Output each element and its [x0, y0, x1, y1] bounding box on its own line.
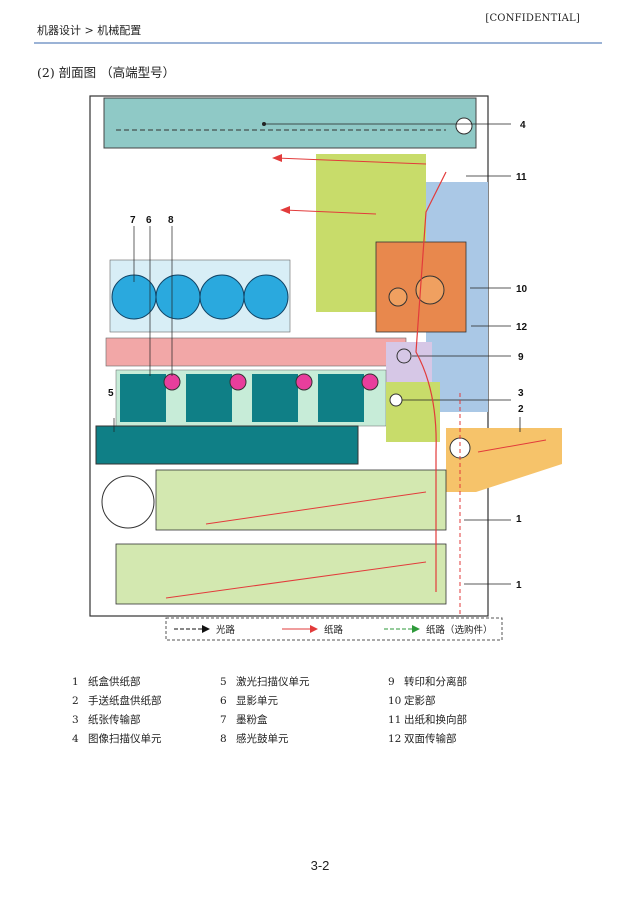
legend-optional-label: 纸路（选购件） — [426, 624, 493, 636]
callout-1b: 1 — [516, 580, 522, 591]
confidential-label: [CONFIDENTIAL] — [485, 13, 580, 24]
leaders-7-6-8 — [133, 226, 173, 376]
pressure-roller — [388, 287, 408, 307]
callout-12: 12 — [516, 322, 528, 333]
manual-feed-path — [477, 439, 547, 453]
cassette-lift-gear — [101, 475, 155, 529]
callout-1a: 1 — [516, 514, 522, 525]
callout-3: 3 — [518, 388, 524, 399]
cassette-1-path — [205, 491, 427, 525]
scanner-gear — [455, 117, 473, 135]
paper-transport-area — [386, 382, 440, 442]
cross-section-diagram: 4 11 10 12 9 3 2 1 1 7 6 8 5 光路 纸路 纸路（选购… — [89, 95, 562, 641]
fuser-roller — [415, 275, 445, 305]
header-rule — [34, 42, 602, 44]
exit-path-2 — [283, 209, 377, 215]
toner-cartridge-m — [199, 274, 245, 320]
intermediate-transfer-belt — [105, 337, 407, 367]
legend-box — [165, 617, 503, 641]
callout-8: 8 — [168, 215, 174, 226]
toner-cartridge-c — [155, 274, 201, 320]
section-title: (2) 剖面图 （高端型号） — [37, 65, 176, 80]
exit-arrow-1 — [272, 154, 282, 162]
legend-light-label: 光路 — [216, 624, 236, 636]
developer-unit-3 — [252, 374, 298, 422]
callout-11: 11 — [516, 172, 527, 183]
developer-unit-1 — [120, 374, 166, 422]
drum-3 — [295, 373, 313, 391]
toner-cartridge-y — [243, 274, 289, 320]
cassette-2-path — [165, 561, 427, 599]
transport-roller — [389, 393, 403, 407]
callout-9: 9 — [518, 352, 524, 363]
transfer-roller — [396, 348, 412, 364]
callout-7: 7 — [130, 215, 136, 226]
page-number: 3-2 — [310, 858, 330, 873]
legend-optional-arrow — [412, 625, 420, 633]
callout-10: 10 — [516, 284, 528, 295]
callout-5: 5 — [108, 388, 114, 399]
callout-4: 4 — [520, 120, 526, 131]
transfer-separation-area — [386, 342, 432, 382]
exit-path-1 — [275, 157, 427, 165]
exit-arrow-2 — [280, 206, 290, 214]
laser-scanner-unit — [95, 425, 359, 465]
developer-units — [120, 374, 364, 422]
developer-unit-2 — [186, 374, 232, 422]
drum-2 — [229, 373, 247, 391]
drum-1 — [163, 373, 181, 391]
legend-paper-label: 纸路 — [324, 624, 344, 636]
manual-feed-tray — [446, 428, 562, 492]
drum-units — [163, 373, 379, 391]
scanner-unit — [103, 97, 477, 149]
paper-cassette-2 — [115, 543, 447, 605]
manual-feed-roller — [449, 437, 471, 459]
paper-cassette-1 — [155, 469, 447, 531]
callout-2: 2 — [518, 404, 524, 415]
main-paper-path — [415, 171, 447, 592]
developer-unit-4 — [318, 374, 364, 422]
toner-cartridges — [111, 274, 289, 320]
drum-4 — [361, 373, 379, 391]
legend-paper-arrow — [310, 625, 318, 633]
legend-light-arrow — [202, 625, 210, 633]
callout-6: 6 — [146, 215, 152, 226]
breadcrumb: 机器设计 > 机械配置 — [37, 24, 142, 37]
